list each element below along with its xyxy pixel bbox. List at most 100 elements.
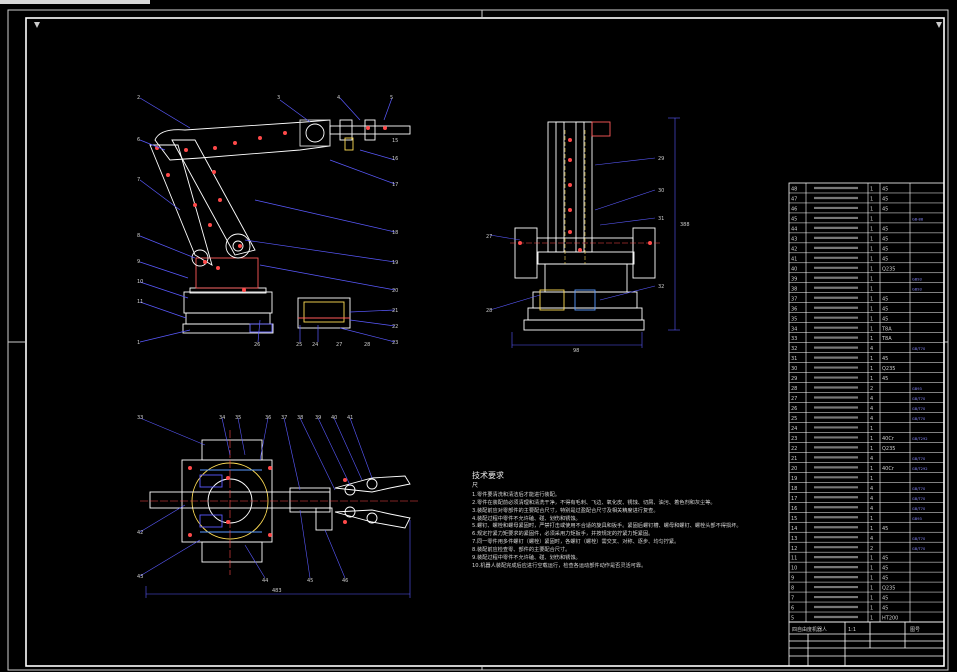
- bom-cell: 1: [870, 376, 873, 382]
- svg-text:23: 23: [392, 340, 398, 346]
- bom-cell: GB/T70: [912, 507, 926, 511]
- svg-text:40: 40: [331, 415, 337, 421]
- bom-cell: GB-88: [912, 218, 924, 222]
- bom-cell: 4: [870, 486, 873, 492]
- bom-cell: 34: [791, 326, 797, 332]
- bom-cell: GB/T70: [912, 407, 926, 411]
- bom-cell: 44: [791, 226, 797, 232]
- svg-text:98: 98: [573, 348, 579, 354]
- bom-cell: 4: [870, 536, 873, 542]
- bom-cell: 1: [870, 566, 873, 572]
- bom-cell: 45: [882, 316, 888, 322]
- bom-cell: 45: [882, 606, 888, 612]
- svg-text:388: 388: [680, 222, 690, 228]
- svg-text:27: 27: [336, 342, 342, 348]
- notes-line: 8.装配前应检查零、部件的主要配合尺寸。: [472, 547, 571, 554]
- bom-cell: 42: [791, 246, 797, 252]
- svg-text:18: 18: [392, 230, 398, 236]
- bom-cell: 4: [870, 396, 873, 402]
- bom-cell: 33: [791, 336, 797, 342]
- bom-cell: 10: [791, 566, 797, 572]
- bom-cell: 1: [870, 296, 873, 302]
- bom-cell: 45: [791, 217, 797, 223]
- svg-text:35: 35: [235, 415, 241, 421]
- bom-cell: 46: [791, 207, 797, 213]
- bom-cell: 45: [882, 526, 888, 532]
- svg-text:10: 10: [137, 279, 143, 285]
- bom-cell: 45: [882, 576, 888, 582]
- svg-text:7: 7: [137, 177, 140, 183]
- svg-text:26: 26: [254, 342, 260, 348]
- bom-row: 16 4 GB/T70: [791, 506, 926, 512]
- bom-cell: 45: [882, 306, 888, 312]
- bom-cell: T8A: [881, 326, 892, 332]
- bom-cell: 1: [870, 466, 873, 472]
- bom-cell: 1: [870, 256, 873, 262]
- bom-cell: 4: [870, 346, 873, 352]
- bom-cell: 36: [791, 306, 797, 312]
- bom-cell: GB/T70: [912, 347, 926, 351]
- svg-text:24: 24: [312, 342, 318, 348]
- bom-cell: 1: [870, 207, 873, 213]
- bom-cell: 16: [791, 506, 797, 512]
- bom-cell: 1: [870, 266, 873, 272]
- bom-cell: 19: [791, 476, 797, 482]
- bom-cell: 38: [791, 286, 797, 292]
- svg-text:43: 43: [137, 574, 143, 580]
- svg-text:41: 41: [347, 415, 353, 421]
- bom-cell: 14: [791, 526, 797, 532]
- bom-cell: 4: [870, 506, 873, 512]
- svg-text:45: 45: [307, 578, 313, 584]
- bom-cell: Q235: [882, 586, 895, 592]
- bom-cell: 4: [870, 406, 873, 412]
- bom-cell: 15: [791, 516, 797, 522]
- svg-text:11: 11: [137, 299, 143, 305]
- svg-text:21: 21: [392, 308, 398, 314]
- svg-text:38: 38: [297, 415, 303, 421]
- bom-cell: 1: [870, 576, 873, 582]
- bom-cell: 1: [870, 336, 873, 342]
- bom-cell: T8A: [881, 336, 892, 342]
- svg-text:32: 32: [658, 284, 664, 290]
- svg-text:30: 30: [658, 188, 664, 194]
- bom-cell: Q235: [882, 266, 895, 272]
- side-view-robot-arm: [510, 121, 660, 331]
- bom-cell: GB/T70: [912, 537, 926, 541]
- svg-text:37: 37: [281, 415, 287, 421]
- bom-cell: 8: [791, 586, 794, 592]
- bom-cell: HT200: [882, 616, 898, 622]
- top-view-holes: [188, 466, 347, 537]
- bom-cell: GB/T70: [912, 457, 926, 461]
- notes-line: 9.装配过程中零件不允许磕、碰、划伤和锈蚀。: [472, 555, 581, 562]
- bom-cell: 1: [870, 586, 873, 592]
- svg-text:29: 29: [658, 156, 664, 162]
- bom-cell: 1: [870, 556, 873, 562]
- top-view-leaders: [139, 417, 411, 598]
- bom-cell: 1: [870, 516, 873, 522]
- side-view-holes: [518, 138, 652, 252]
- bom-cell: 7: [791, 596, 794, 602]
- svg-text:483: 483: [272, 588, 282, 594]
- bom-cell: 12: [791, 546, 797, 552]
- front-view-leaders: [139, 97, 396, 343]
- bom-cell: 25: [791, 416, 797, 422]
